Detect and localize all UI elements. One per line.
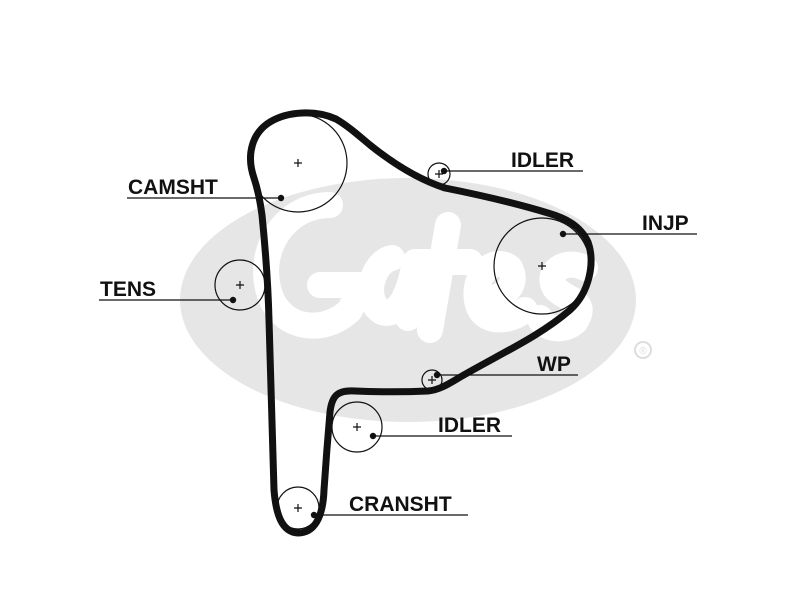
- water-pump-center-cross: [428, 376, 436, 384]
- registered-mark: ®: [639, 346, 647, 357]
- leader-lines: [99, 170, 697, 516]
- cransht-label: CRANSHT: [349, 493, 452, 516]
- timing-belt: [247, 109, 595, 537]
- pulley-centers: [236, 159, 546, 512]
- idler-top-center-cross: [435, 170, 443, 178]
- crankshaft-center-cross: [294, 504, 302, 512]
- idler-bottom-label: IDLER: [438, 414, 501, 437]
- idler-bottom-center-cross: [353, 423, 361, 431]
- tens-label: TENS: [100, 278, 156, 301]
- idler-top-label: IDLER: [511, 149, 574, 172]
- registered-mark-circle: [634, 341, 652, 359]
- injp-label: INJP: [642, 212, 689, 235]
- camshaft-center-cross: [294, 159, 302, 167]
- injection-pump-center-cross: [538, 262, 546, 270]
- tensioner-center-cross: [236, 281, 244, 289]
- wp-label: WP: [537, 353, 571, 376]
- component-labels: CAMSHT TENS IDLER INJP WP IDLER CRANSHT: [100, 149, 689, 516]
- camsht-label: CAMSHT: [128, 176, 218, 199]
